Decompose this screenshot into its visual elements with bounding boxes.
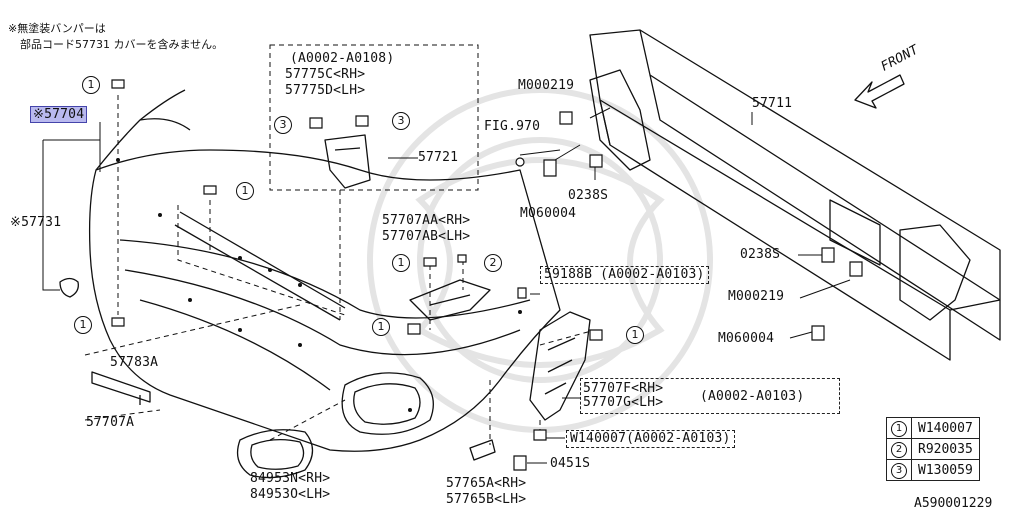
label-57707a[interactable]: 57707A — [86, 415, 135, 430]
callout-1[interactable]: 1 — [626, 326, 644, 344]
label-range-a0002-a0103: (A0002-A0103) — [700, 389, 805, 404]
legend-row: 2 R920035 — [886, 438, 980, 460]
upper-bracket — [324, 134, 371, 189]
diagram-code: A590001229 — [914, 496, 993, 511]
label-m000219-top[interactable]: M000219 — [518, 78, 575, 93]
license-bracket — [91, 371, 151, 405]
label-m060004-right[interactable]: M060004 — [718, 331, 775, 346]
label-57731[interactable]: ※57731 — [10, 215, 62, 230]
label-84953n[interactable]: 84953N<RH> — [250, 471, 331, 486]
callout-1[interactable]: 1 — [372, 318, 390, 336]
callout-2[interactable]: 2 — [484, 254, 502, 272]
label-0238s-right[interactable]: 0238S — [740, 247, 781, 262]
group-box-57707f-g — [580, 378, 840, 414]
label-57765b[interactable]: 57765B<LH> — [446, 492, 527, 507]
bumper-reinforcement-beam — [589, 29, 1001, 361]
callout-3[interactable]: 3 — [392, 112, 410, 130]
label-57765a[interactable]: 57765A<RH> — [446, 476, 527, 491]
label-range-a0002-a0108: (A0002-A0108) — [290, 51, 395, 66]
label-0451s[interactable]: 0451S — [550, 456, 591, 471]
label-57707aa[interactable]: 57707AA<RH> — [382, 213, 471, 228]
upper-rail — [174, 211, 346, 321]
label-m000219-right[interactable]: M000219 — [728, 289, 785, 304]
label-m060004-mid[interactable]: M060004 — [520, 206, 577, 221]
fog-lamp-bezel — [236, 429, 314, 479]
cover-cap — [59, 277, 79, 298]
callout-1[interactable]: 1 — [74, 316, 92, 334]
label-w140007[interactable]: W140007(A0002-A0103) — [566, 430, 735, 448]
note-line-2: 部品コード57731 カバーを含みません。 — [20, 38, 224, 51]
legend-code[interactable]: W130059 — [911, 459, 980, 481]
label-57775d[interactable]: 57775D<LH> — [285, 83, 366, 98]
label-84953o[interactable]: 84953O<LH> — [250, 487, 331, 502]
label-57775c[interactable]: 57775C<RH> — [285, 67, 366, 82]
lower-bracket — [469, 439, 496, 461]
label-57707g[interactable]: 57707G<LH> — [583, 395, 664, 410]
label-57704[interactable]: ※57704 — [30, 106, 88, 123]
callout-1[interactable]: 1 — [82, 76, 100, 94]
legend-row: 1 W140007 — [886, 417, 980, 439]
legend-number: 1 — [891, 420, 907, 437]
label-57707ab[interactable]: 57707AB<LH> — [382, 229, 471, 244]
center-bracket — [409, 279, 491, 321]
label-57721[interactable]: 57721 — [418, 150, 459, 165]
label-57783a[interactable]: 57783A — [110, 355, 159, 370]
legend-row: 3 W130059 — [886, 459, 980, 481]
bumper-cover — [88, 89, 561, 452]
callout-3[interactable]: 3 — [274, 116, 292, 134]
front-arrow — [854, 74, 905, 109]
callout-1[interactable]: 1 — [392, 254, 410, 272]
label-57711[interactable]: 57711 — [752, 96, 793, 111]
legend-number: 2 — [891, 441, 907, 458]
label-59188b[interactable]: 59188B (A0002-A0103) — [540, 266, 709, 284]
fastener-legend: 1 W140007 2 R920035 3 W130059 — [886, 417, 980, 481]
label-0238s-mid[interactable]: 0238S — [568, 188, 609, 203]
legend-number: 3 — [891, 462, 907, 479]
note-line-1: ※無塗装バンパーは — [8, 22, 106, 35]
label-fig970[interactable]: FIG.970 — [484, 119, 541, 134]
label-57707f[interactable]: 57707F<RH> — [583, 381, 664, 396]
legend-code[interactable]: W140007 — [911, 417, 980, 439]
callout-1[interactable]: 1 — [236, 182, 254, 200]
side-bracket — [529, 311, 591, 421]
legend-code[interactable]: R920035 — [911, 438, 980, 460]
